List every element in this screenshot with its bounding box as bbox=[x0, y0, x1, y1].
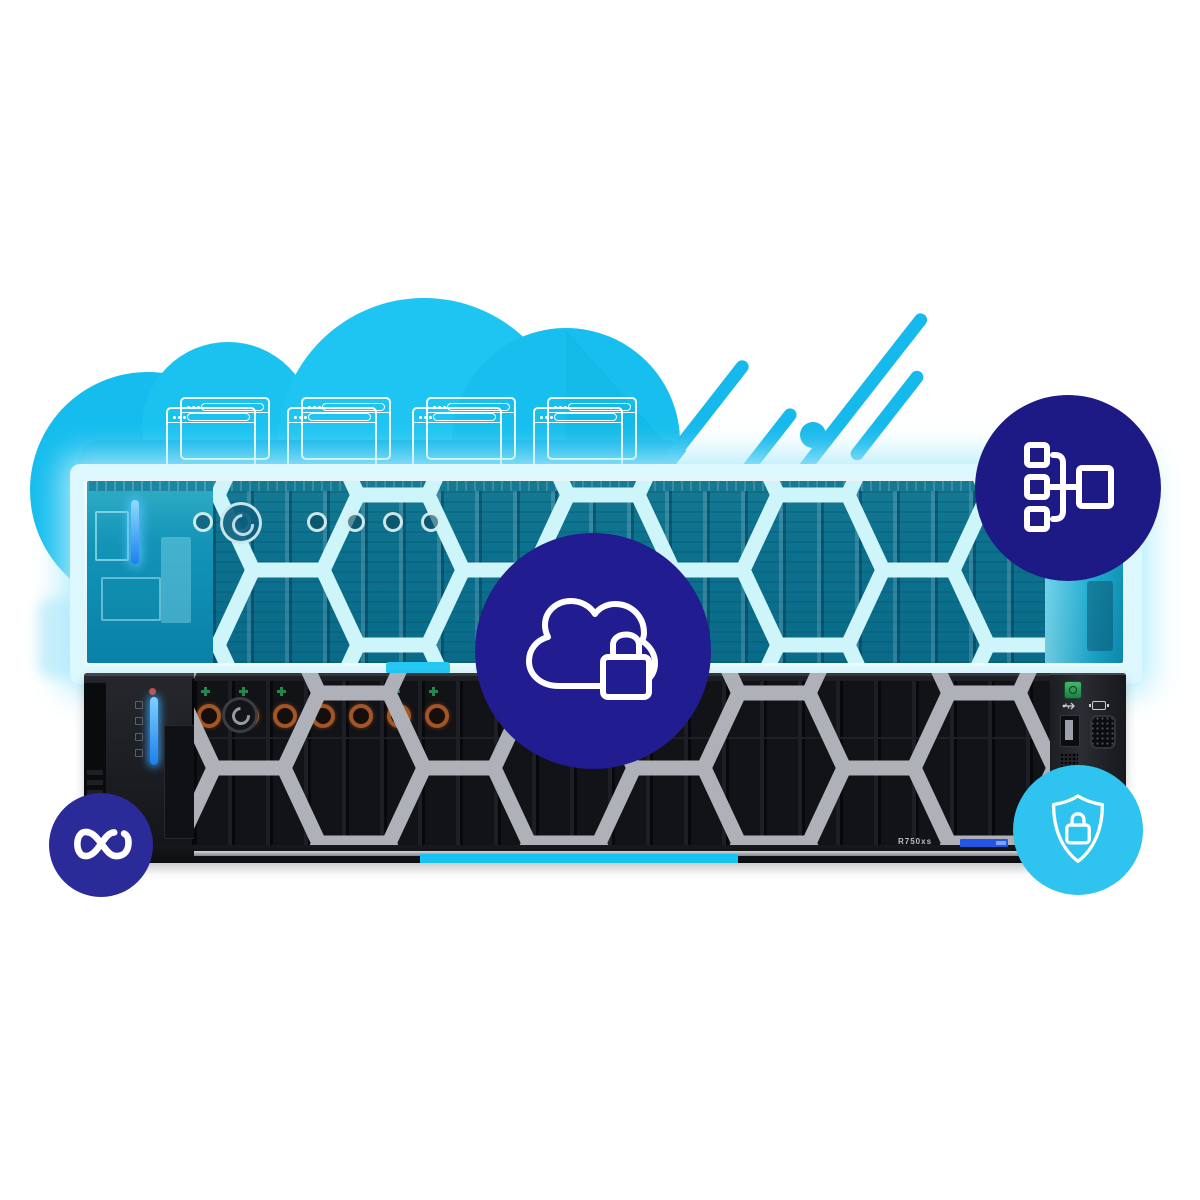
vent-grid bbox=[1060, 753, 1078, 767]
xray-circuit bbox=[161, 537, 191, 623]
network-badge bbox=[975, 395, 1161, 581]
usb-icon bbox=[1062, 702, 1075, 710]
panel-led-bar bbox=[150, 697, 158, 765]
drive-status-led bbox=[429, 687, 438, 696]
drive-led bbox=[345, 512, 365, 532]
speed-line bbox=[664, 357, 752, 464]
status-icon bbox=[135, 717, 143, 725]
drive-led bbox=[383, 512, 403, 532]
xray-led-bar bbox=[131, 500, 139, 564]
browser-window-icon bbox=[166, 397, 270, 470]
status-icon bbox=[135, 749, 143, 757]
drive-led bbox=[387, 704, 411, 728]
status-icon bbox=[135, 701, 143, 709]
drive-status-led bbox=[239, 687, 248, 696]
drive-led bbox=[311, 704, 335, 728]
infinity-logo-icon bbox=[74, 828, 132, 860]
speed-dot bbox=[800, 422, 826, 448]
speed-line bbox=[848, 368, 926, 463]
drive-led bbox=[197, 704, 221, 728]
xray-control-panel bbox=[87, 481, 213, 663]
drive-status-led bbox=[391, 687, 400, 696]
cloud-lock-icon bbox=[526, 598, 658, 700]
chassis-strip bbox=[194, 851, 1062, 856]
drive-led bbox=[307, 512, 327, 532]
shield-badge bbox=[1013, 765, 1143, 895]
vga-port bbox=[1090, 715, 1116, 749]
browser-window-icon bbox=[412, 397, 516, 470]
server-model-label: R750xs bbox=[898, 837, 933, 846]
xray-circuit bbox=[95, 511, 129, 561]
drive-status-led bbox=[277, 687, 286, 696]
drive-led bbox=[193, 512, 213, 532]
service-tag bbox=[960, 839, 1008, 847]
drive-status-led bbox=[315, 687, 324, 696]
power-button bbox=[1064, 681, 1082, 699]
drive-led bbox=[421, 512, 441, 532]
cloud-security-badge bbox=[475, 533, 711, 769]
drive-led bbox=[349, 704, 373, 728]
usb-port bbox=[1060, 715, 1080, 747]
bezel-lock-knob bbox=[220, 502, 262, 544]
xray-top-edge bbox=[87, 481, 1123, 491]
bezel-lock-knob bbox=[222, 697, 258, 733]
xray-slot bbox=[1087, 581, 1113, 651]
drive-status-led bbox=[201, 687, 210, 696]
accent-strip bbox=[420, 854, 738, 863]
drive-led bbox=[273, 704, 297, 728]
hierarchy-icon bbox=[1024, 442, 1114, 532]
status-led bbox=[149, 688, 156, 695]
browser-window-icon bbox=[287, 397, 391, 470]
vga-icon bbox=[1089, 701, 1109, 710]
brand-badge bbox=[49, 793, 153, 897]
browser-window-icon bbox=[533, 397, 637, 470]
drive-status-led bbox=[353, 687, 362, 696]
cloud-sliver bbox=[386, 662, 450, 674]
drive-led bbox=[425, 704, 449, 728]
status-icon bbox=[135, 733, 143, 741]
shield-lock-icon bbox=[1051, 794, 1105, 863]
xray-circuit bbox=[101, 577, 161, 621]
